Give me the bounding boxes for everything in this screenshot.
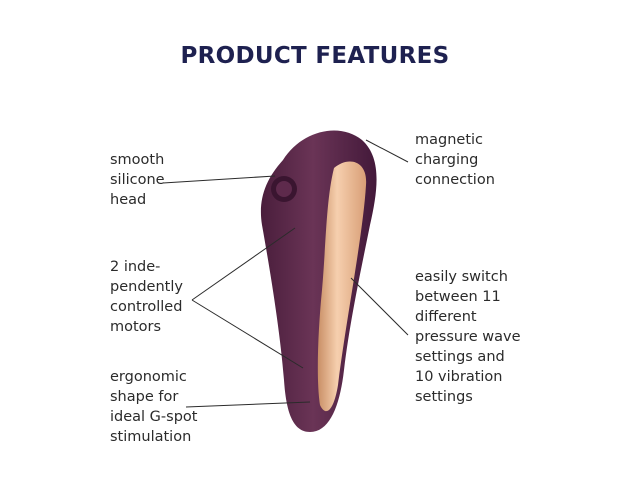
feature-line: 10 vibration	[415, 369, 503, 385]
feature-line: different	[415, 309, 477, 325]
feature-switch-settings: easily switch between 11 different press…	[415, 267, 521, 407]
feature-line: connection	[415, 172, 495, 188]
feature-line: silicone	[110, 172, 165, 188]
leader-line-motors-bottom	[191, 299, 304, 369]
leader-line-motors-top	[191, 227, 296, 301]
feature-line: shape for	[110, 389, 179, 405]
leader-line-switch	[350, 277, 409, 336]
feature-line: head	[110, 192, 147, 208]
suction-head-inner	[276, 181, 292, 197]
feature-line: settings	[415, 389, 473, 405]
feature-line: 2 inde-	[110, 259, 161, 275]
feature-line: magnetic	[415, 132, 484, 148]
feature-line: easily switch	[415, 269, 508, 285]
feature-line: ergonomic	[110, 369, 187, 385]
feature-line: controlled	[110, 299, 183, 315]
feature-smooth-head: smooth silicone head	[110, 150, 165, 210]
feature-line: between 11	[415, 289, 501, 305]
leader-lines	[162, 139, 409, 408]
feature-line: pendently	[110, 279, 183, 295]
leader-line-charging	[365, 139, 409, 163]
feature-ergonomic-shape: ergonomic shape for ideal G-spot stimula…	[110, 367, 197, 447]
feature-line: stimulation	[110, 429, 192, 445]
feature-motors: 2 inde- pendently controlled motors	[110, 257, 183, 337]
leader-line-head	[162, 175, 276, 184]
feature-line: smooth	[110, 152, 165, 168]
page-title: PRODUCT FEATURES	[180, 43, 450, 69]
feature-line: motors	[110, 319, 162, 335]
gold-panel	[317, 161, 367, 412]
feature-line: pressure wave	[415, 329, 521, 345]
feature-magnetic-charging: magnetic charging connection	[415, 130, 495, 190]
feature-line: ideal G-spot	[110, 409, 198, 425]
leader-line-shape	[185, 401, 311, 408]
feature-line: settings and	[415, 349, 505, 365]
feature-line: charging	[415, 152, 479, 168]
